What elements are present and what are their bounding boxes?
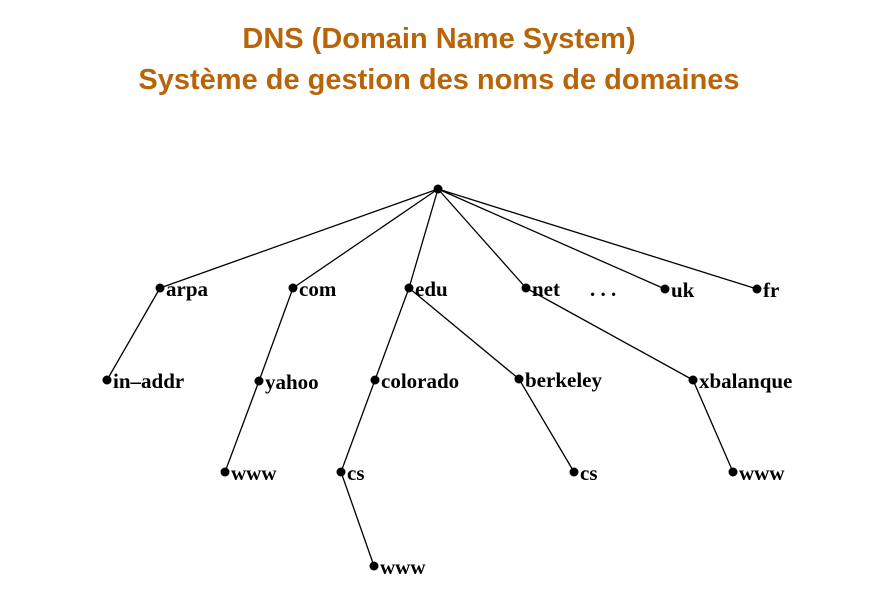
node-dot-xbalanque-www <box>728 467 738 477</box>
node-dot-yahoo <box>254 376 264 386</box>
node-label-xbalanque-www: www <box>739 461 785 485</box>
edge-yahoo-to-yahoo-www <box>224 380 260 473</box>
node-dot-yahoo-www <box>220 467 230 477</box>
tree-edges <box>106 188 758 567</box>
node-label-in-addr: in–addr <box>113 369 184 393</box>
node-dot-edu <box>404 283 414 293</box>
edge-root-to-fr <box>437 188 758 290</box>
node-label-edu: edu <box>415 277 448 301</box>
node-dot-xbalanque <box>688 375 698 385</box>
edge-colorado-cs-to-colorado-cs-www <box>340 471 375 567</box>
edge-xbalanque-to-xbalanque-www <box>692 379 734 473</box>
node-dot-fr <box>752 284 762 294</box>
node-label-yahoo-www: www <box>231 461 277 485</box>
tree-node-xbalanque-www: www <box>728 461 785 485</box>
node-label-berkeley: berkeley <box>525 368 602 392</box>
edge-arpa-to-in-addr <box>106 287 161 381</box>
edge-root-to-arpa <box>159 188 439 289</box>
node-dot-colorado <box>370 375 380 385</box>
edge-edu-to-berkeley <box>408 287 520 380</box>
tree-node-colorado: colorado <box>370 369 459 393</box>
edge-root-to-edu <box>408 188 439 289</box>
diagram-title: DNS (Domain Name System) <box>242 23 636 55</box>
node-dot-berkeley-cs <box>569 467 579 477</box>
node-label-yahoo: yahoo <box>265 370 319 394</box>
tree-node-yahoo: yahoo <box>254 370 319 394</box>
tree-node-yahoo-www: www <box>220 461 277 485</box>
ellipsis-label: . . . <box>590 277 616 301</box>
edge-edu-to-colorado <box>374 287 410 381</box>
edge-com-to-yahoo <box>258 287 294 382</box>
node-dot-in-addr <box>102 375 112 385</box>
tree-node-berkeley: berkeley <box>514 368 602 392</box>
tree-node-colorado-cs-www: www <box>369 555 426 579</box>
tree-node-berkeley-cs: cs <box>569 461 598 485</box>
node-dot-berkeley <box>514 374 524 384</box>
edge-net-to-xbalanque <box>525 287 694 381</box>
tree-node-colorado-cs: cs <box>336 461 365 485</box>
node-label-colorado-cs-www: www <box>380 555 426 579</box>
tree-node-uk: uk <box>660 278 695 302</box>
node-dot-root <box>433 184 443 194</box>
node-label-fr: fr <box>763 278 779 302</box>
node-label-xbalanque: xbalanque <box>699 369 792 393</box>
node-dot-net <box>521 283 531 293</box>
tree-node-net: net <box>521 277 560 301</box>
edge-berkeley-to-berkeley-cs <box>518 378 575 473</box>
node-label-arpa: arpa <box>166 277 209 301</box>
node-dot-colorado-cs-www <box>369 561 379 571</box>
node-label-colorado-cs: cs <box>347 461 365 485</box>
node-label-uk: uk <box>671 278 695 302</box>
tree-node-root <box>433 184 443 194</box>
tree-node-xbalanque: xbalanque <box>688 369 792 393</box>
edge-root-to-com <box>292 188 439 289</box>
tree-node-edu: edu <box>404 277 448 301</box>
tree-node-fr: fr <box>752 278 779 302</box>
node-label-net: net <box>532 277 560 301</box>
node-dot-arpa <box>155 283 165 293</box>
diagram-subtitle: Système de gestion des noms de domaines <box>138 64 740 96</box>
node-label-colorado: colorado <box>381 369 459 393</box>
edge-root-to-net <box>437 188 527 289</box>
tree-node-arpa: arpa <box>155 277 209 301</box>
node-label-berkeley-cs: cs <box>580 461 598 485</box>
node-dot-com <box>288 283 298 293</box>
tree-node-in-addr: in–addr <box>102 369 184 393</box>
node-dot-uk <box>660 284 670 294</box>
node-dot-colorado-cs <box>336 467 346 477</box>
edge-colorado-to-colorado-cs <box>340 379 376 473</box>
node-label-com: com <box>299 277 337 301</box>
tree-nodes: arpa com edu net uk fr in–addr yahoo colorado ber… <box>102 184 792 579</box>
tree-node-com: com <box>288 277 337 301</box>
edge-root-to-uk <box>437 188 666 290</box>
